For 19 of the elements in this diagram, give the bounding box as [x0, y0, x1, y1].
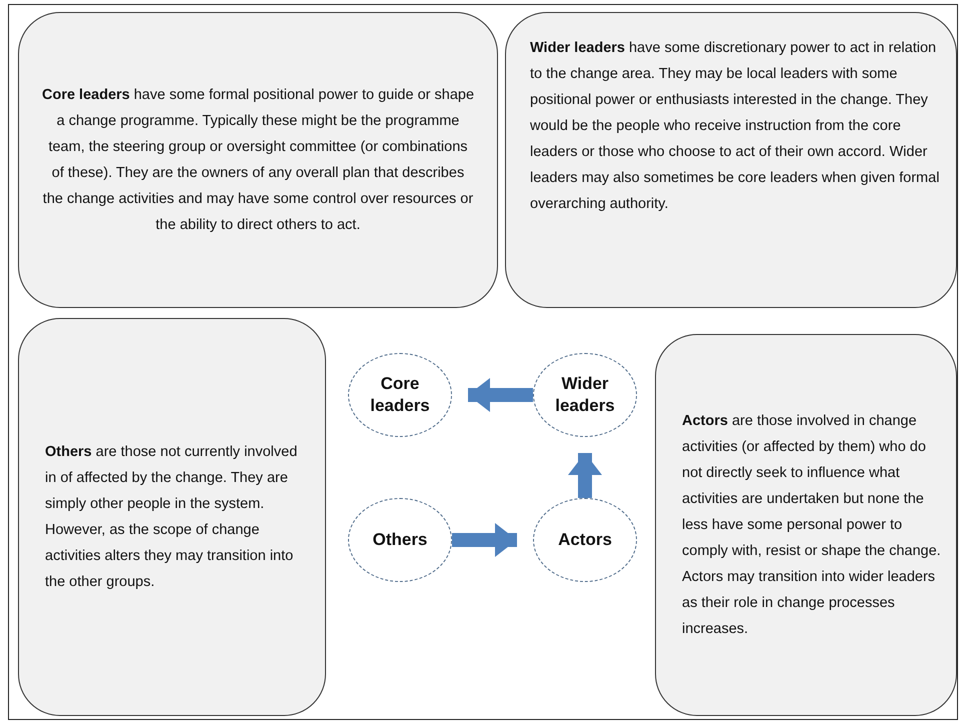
group-ellipse: [533, 353, 637, 437]
description-card: [18, 12, 498, 308]
description-text: Wider leaders have some discretionary power to act in relation to the change area. They may be local leaders with some positional power or enthusiasts interested in the change. They would be the people who receive instruction from the core leaders or those who choose to act of their own accord. Wider leaders may also sometimes be core leaders when given formal overarching authority.: [530, 39, 940, 214]
group-ellipse: [348, 498, 452, 582]
group-label: Actors: [557, 529, 613, 551]
description-card: [655, 334, 957, 716]
description-text: Core leaders have some formal positional power to guide or shape a change programme. Typically these might be the programme team, the steering group or oversight committee (or combinations of these). They are the owners of any overall plan that describes the change activities and may have some control over resources or the ability to direct others to act.: [41, 86, 475, 235]
group-label: Others: [372, 529, 428, 551]
group-ellipse: [348, 353, 452, 437]
block-arrow: [468, 378, 533, 412]
description-card: [18, 318, 326, 716]
group-label: Wider leaders: [554, 373, 616, 417]
group-label: Core leaders: [369, 373, 431, 417]
group-ellipse: [533, 498, 637, 582]
description-text: Actors are those involved in change activities (or affected by them) who do not directly seek to influence what activities are undertaken but none the less have some personal power to comply with, resist or shape the change. Actors may transition into wider leaders as their role in change processes increases.: [682, 412, 942, 639]
block-arrow: [568, 453, 602, 498]
description-card: [505, 12, 957, 308]
description-text: Others are those not currently involved in of affected by the change. They are simply other people in the system. However, as the scope of change activities alters they may transition into the other groups.: [45, 443, 298, 592]
block-arrow: [452, 523, 517, 557]
